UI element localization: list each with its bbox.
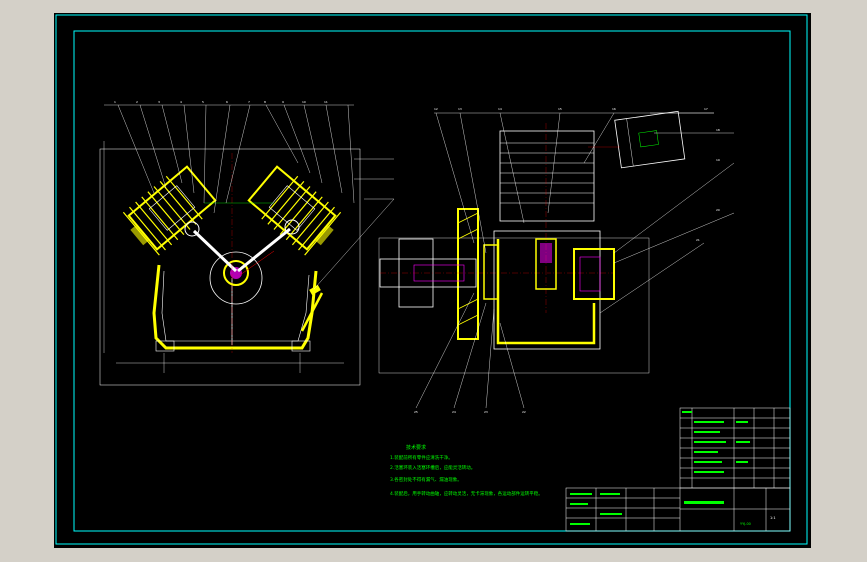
svg-text:5: 5 xyxy=(202,100,204,104)
svg-text:6: 6 xyxy=(226,100,228,104)
tech-notes-title: 技术要求 xyxy=(406,444,426,451)
parts-list xyxy=(679,407,791,489)
svg-text:1: 1 xyxy=(114,100,116,104)
svg-text:2: 2 xyxy=(136,100,138,104)
tech-note-line: 2.活塞环装入活塞环槽后，应能灵活转动。 xyxy=(390,464,475,471)
svg-text:22: 22 xyxy=(522,410,526,414)
title-block-drawing-no: YYJ-00 xyxy=(740,522,751,526)
svg-text:14: 14 xyxy=(498,107,502,111)
svg-text:21: 21 xyxy=(696,238,700,242)
svg-text:10: 10 xyxy=(302,100,306,104)
svg-text:13: 13 xyxy=(458,107,462,111)
svg-text:19: 19 xyxy=(716,158,720,162)
svg-text:7: 7 xyxy=(248,100,250,104)
svg-text:3: 3 xyxy=(158,100,160,104)
svg-text:24: 24 xyxy=(452,410,456,414)
svg-text:4: 4 xyxy=(180,100,182,104)
svg-text:17: 17 xyxy=(704,107,708,111)
title-block-scale: 1:1 xyxy=(770,516,776,520)
tech-notes: 技术要求 1.装配前所有零件应清洗干净。 2.活塞环装入活塞环槽后，应能灵活转动… xyxy=(390,444,543,497)
inner-frame xyxy=(73,30,791,532)
tech-note-line: 1.装配前所有零件应清洗干净。 xyxy=(390,454,453,461)
front-section-view: 1 2 3 4 5 6 7 8 9 10 11 xyxy=(99,100,395,386)
svg-text:11: 11 xyxy=(324,100,328,104)
svg-text:25: 25 xyxy=(414,410,418,414)
tech-note-line: 3.各密封处不得有漏气、漏油现象。 xyxy=(390,476,462,483)
title-block xyxy=(565,487,791,532)
svg-text:9: 9 xyxy=(282,100,284,104)
svg-text:23: 23 xyxy=(484,410,488,414)
outer-frame xyxy=(55,14,808,545)
svg-text:15: 15 xyxy=(558,107,562,111)
svg-text:18: 18 xyxy=(716,128,720,132)
svg-text:16: 16 xyxy=(612,107,616,111)
side-section-view: 12 13 14 15 16 17 18 19 20 21 25 24 23 22 xyxy=(378,107,735,414)
svg-text:20: 20 xyxy=(716,208,720,212)
tech-note-line: 4.装配后，用手转动曲轴，应转动灵活，无卡滞现象，各运动部件运转平稳。 xyxy=(390,490,543,497)
svg-text:12: 12 xyxy=(434,107,438,111)
svg-text:8: 8 xyxy=(264,100,266,104)
